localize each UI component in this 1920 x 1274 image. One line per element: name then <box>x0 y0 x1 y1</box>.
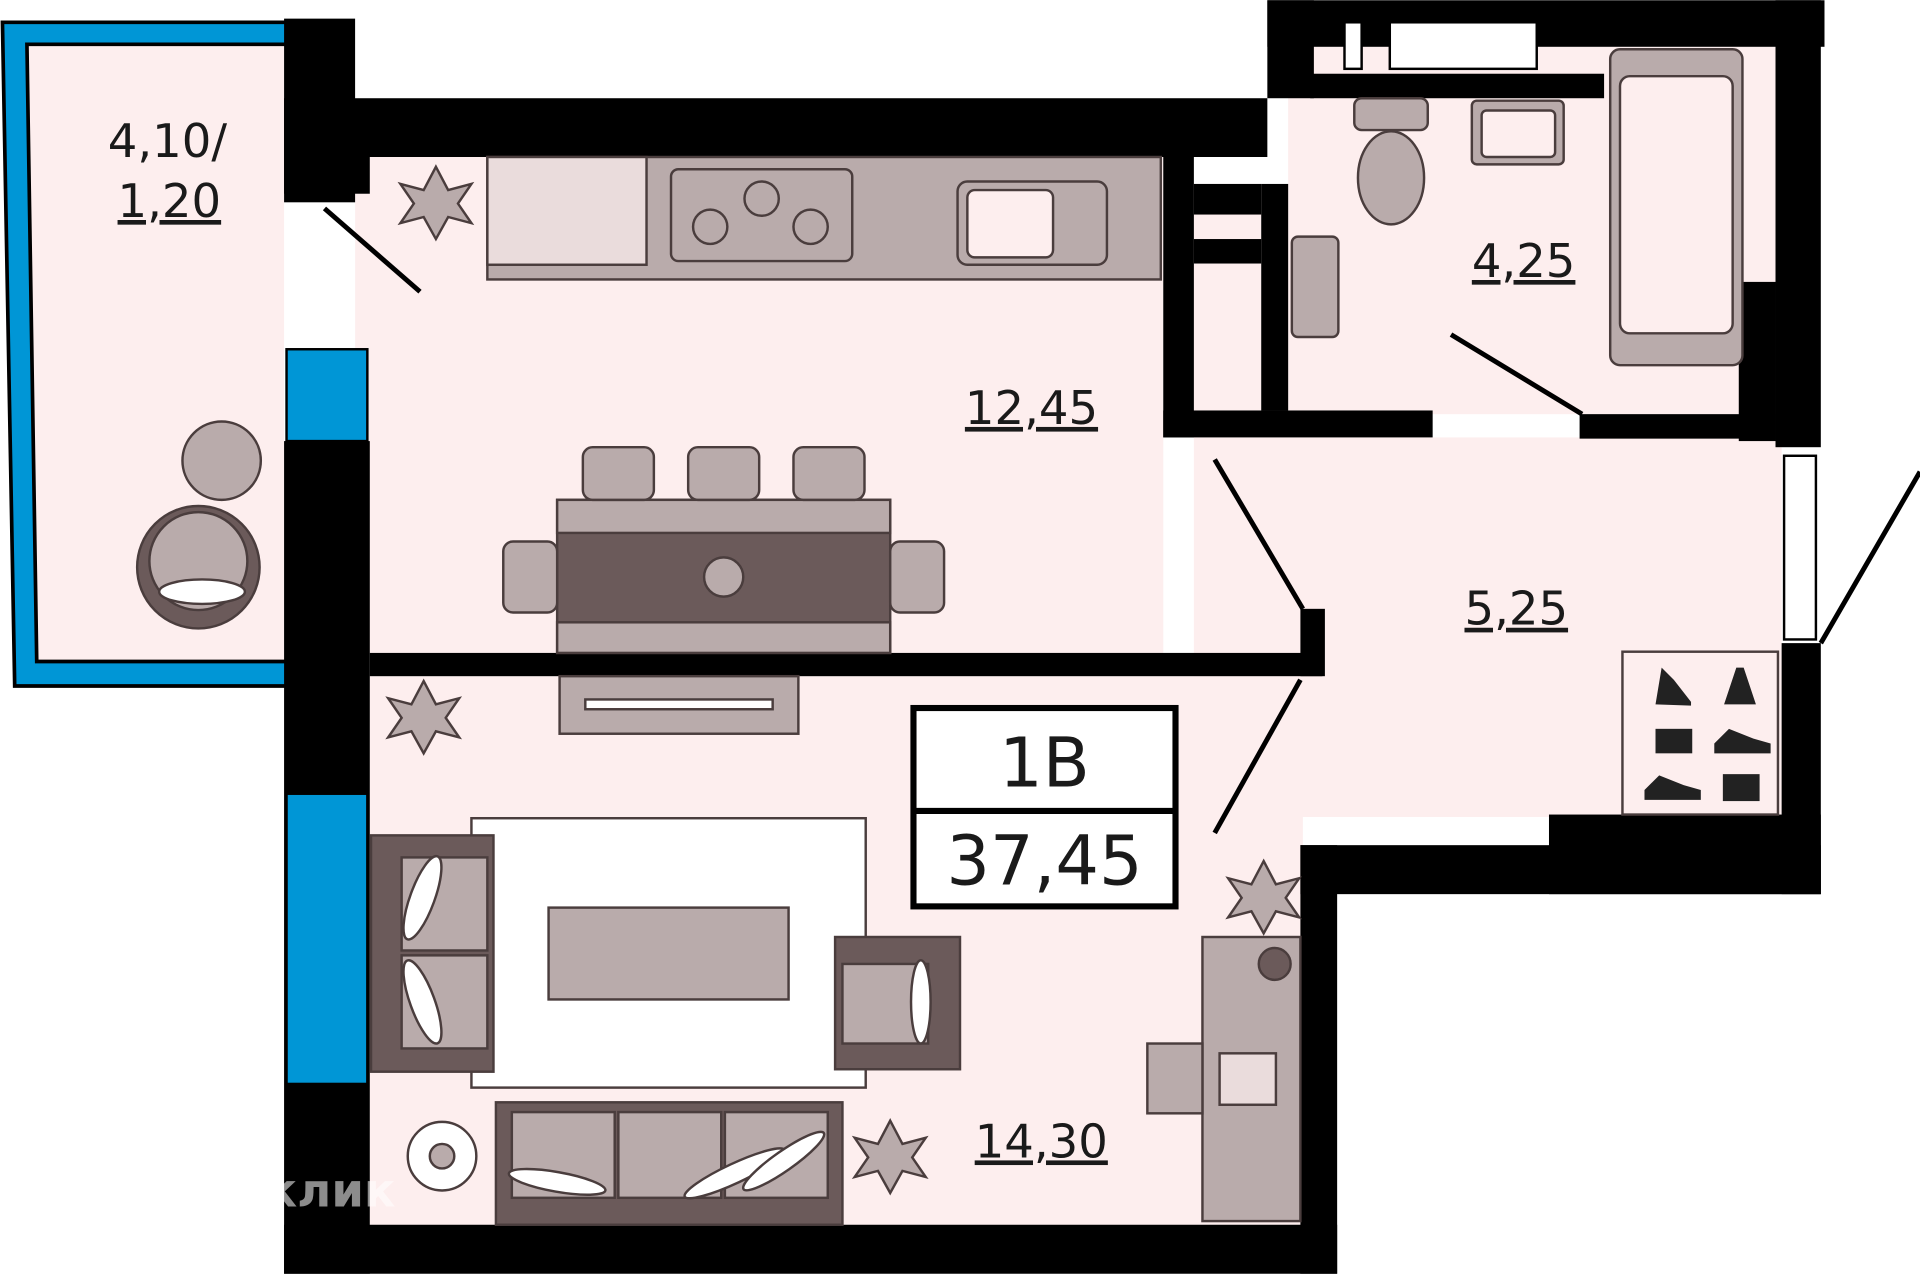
dress-icon <box>1724 667 1756 705</box>
bathroom-area-label: 4,25 <box>1472 234 1576 288</box>
fridge <box>486 155 648 266</box>
window-kitchen <box>285 348 369 443</box>
furniture <box>135 48 1780 1226</box>
shoe-icon <box>1655 667 1692 706</box>
wardrobe-icons <box>1644 667 1771 802</box>
windows <box>285 21 1818 1086</box>
window-living <box>285 792 369 1086</box>
coffee-table <box>547 906 790 1001</box>
toilet <box>1356 130 1426 226</box>
toilet-tank <box>1353 97 1429 132</box>
plant-icon <box>385 678 463 756</box>
briefcase-icon <box>1722 774 1760 802</box>
window-bathroom-2 <box>1388 21 1538 71</box>
plant-icon <box>1225 858 1303 936</box>
window-hall <box>1782 454 1818 641</box>
briefcase-icon <box>1655 728 1693 754</box>
balcony-reduced-area-label: 1,20 <box>118 174 222 228</box>
balcony-floor <box>26 43 285 662</box>
plants <box>385 164 1303 1196</box>
living-area-label: 14,30 <box>975 1114 1108 1168</box>
watermark-text: Домклик <box>154 1163 395 1217</box>
window-bathroom <box>1343 21 1363 71</box>
total-area: 37,45 <box>946 821 1142 901</box>
sneaker-icon <box>1644 775 1701 800</box>
hall-area-label: 5,25 <box>1464 582 1568 636</box>
balcony-area-label: 4,10/ <box>108 114 228 168</box>
closet-floor <box>1193 183 1262 411</box>
desk-chair <box>1146 1042 1204 1115</box>
walls <box>284 0 1825 1274</box>
washing-machine <box>1290 235 1340 339</box>
doors <box>322 206 1920 835</box>
watermark: Домклик <box>67 1147 396 1222</box>
balcony-table <box>181 420 263 502</box>
house-logo-icon <box>67 1147 141 1222</box>
apartment-badge: 1В 37,45 <box>910 704 1179 910</box>
sneaker-icon <box>1714 728 1771 754</box>
apartment-type: 1В <box>999 723 1090 803</box>
plant-icon <box>851 1118 929 1196</box>
plant-icon <box>397 164 475 242</box>
kitchen-area-label: 12,45 <box>965 381 1098 435</box>
